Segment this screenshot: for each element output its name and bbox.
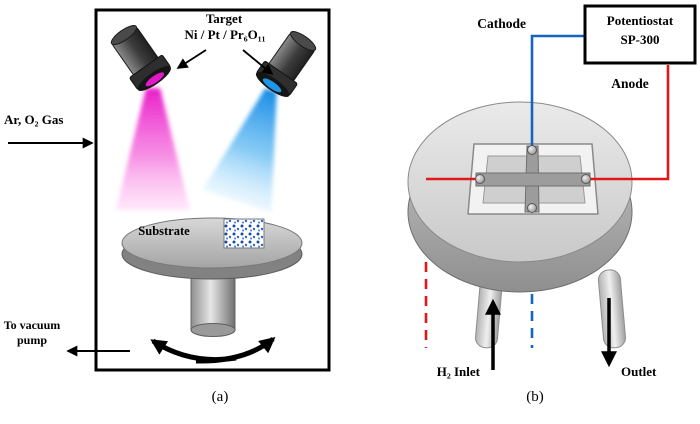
anode-wire-right (590, 65, 670, 181)
plasma-plume-left (116, 88, 190, 210)
sputter-gun-left (110, 25, 172, 91)
pedestal-base (190, 323, 236, 337)
cathode-wire (530, 34, 585, 150)
cell-leg-outlet (597, 269, 626, 349)
clamp-screw-top (527, 145, 537, 155)
substrate-sample (223, 218, 265, 249)
gun-muzzle-glow-right (262, 78, 282, 93)
clamp-cross-horizontal (475, 172, 591, 187)
rotation-arrow-right (195, 336, 276, 364)
gas-label: Ar, O₂ Gas (4, 112, 64, 127)
caption-b: (b) (526, 389, 544, 405)
substrate-pedestal (190, 271, 236, 331)
sputter-gun-right (255, 31, 317, 97)
substrate-label: Substrate (138, 224, 190, 238)
clamp-screw-left (475, 174, 485, 184)
clamp-screw-bottom (527, 203, 537, 213)
vacuum-label-line2: pump (16, 333, 48, 347)
target-title: Target (205, 11, 243, 26)
caption-a: (a) (211, 389, 229, 405)
target-pointer-arrow-right (242, 49, 274, 76)
potentiostat-box (583, 4, 697, 65)
target-materials: Ni / Pt / Pr₆O₁₁ (184, 27, 266, 42)
clamp-screw-right (581, 174, 591, 184)
cathode-label: Cathode (477, 16, 526, 31)
potentiostat-label-line2: SP-300 (620, 32, 660, 47)
vacuum-label-line1: To vacuum (3, 318, 61, 332)
anode-label: Anode (611, 76, 649, 91)
potentiostat-label-line1: Potentiostat (606, 13, 674, 28)
target-pointer-arrow-left (176, 49, 207, 69)
plasma-plume-right (202, 88, 277, 213)
gun-muzzle-glow-left (145, 72, 165, 87)
h2-inlet-label: H₂ Inlet (436, 364, 480, 379)
outlet-label: Outlet (621, 364, 657, 379)
